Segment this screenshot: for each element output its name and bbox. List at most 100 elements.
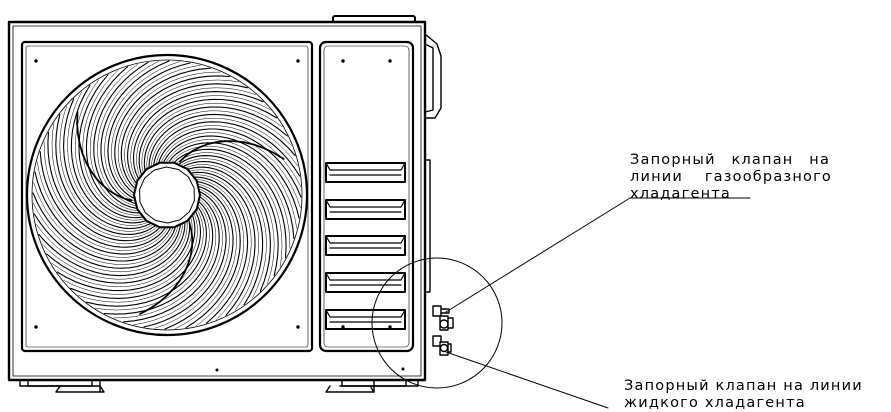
grille-spiral (33, 182, 175, 258)
grille-spiral (175, 183, 237, 329)
grille-spiral (55, 114, 159, 235)
grille-spiral (146, 110, 292, 173)
grille-spiral (169, 145, 291, 249)
grille-spiral (89, 63, 142, 211)
panel-screws (34, 59, 405, 372)
grille-spiral (86, 203, 207, 307)
grille-spiral (59, 106, 156, 232)
grille-spiral (138, 98, 278, 178)
liquid-valve-leader (445, 351, 609, 409)
grille-spiral (113, 197, 217, 319)
grille-spiral (155, 125, 301, 187)
grille-spiral (114, 67, 211, 196)
side-component (424, 33, 442, 293)
fan-grille (25, 53, 309, 337)
gas-valve-label-line3: хладагента (630, 186, 731, 202)
grille-spiral (100, 60, 170, 205)
grille-spiral (184, 166, 264, 306)
grille-spiral (185, 180, 241, 329)
grille-spiral (123, 194, 220, 323)
grille-spiral (120, 75, 231, 191)
fan-grille-panel (20, 40, 314, 353)
grille-spiral (130, 87, 256, 184)
grille-spiral (192, 179, 245, 327)
grille-spiral (182, 164, 267, 299)
grille-spiral (159, 132, 301, 208)
grille-spiral (173, 152, 283, 268)
liquid-valve-label-line2: жидкого хладагента (624, 395, 806, 411)
grille-spiral (178, 158, 275, 284)
grille-spiral (175, 155, 279, 276)
grille-spiral (97, 61, 159, 207)
grille-spiral (186, 169, 259, 311)
grille-spiral (164, 185, 234, 330)
grille-spiral (56, 212, 196, 292)
grille-spiral (43, 141, 165, 245)
grille-spiral (35, 220, 183, 273)
fan-blade (139, 222, 194, 315)
grille-spiral (39, 151, 168, 248)
unit-casing-inner (12, 25, 422, 377)
grille-spiral (151, 117, 299, 170)
fan-blade (76, 111, 133, 202)
grille-spiral (32, 192, 177, 262)
panel-louvers (325, 162, 406, 330)
grille-spiral (189, 174, 252, 320)
grille-spiral (107, 62, 191, 201)
liquid-valve (432, 335, 452, 356)
gas-valve-label-line2: линии газообразного (630, 169, 832, 185)
grille-spiral (63, 98, 154, 230)
louver (325, 199, 406, 220)
grille-spiral (70, 84, 150, 224)
grille-spiral (75, 79, 148, 221)
grille-spiral (143, 189, 227, 328)
grille-spiral (34, 171, 173, 255)
grille-spiral (104, 61, 180, 203)
grille-spiral (190, 176, 249, 324)
grille-spiral (152, 121, 301, 177)
grille-spiral (82, 70, 145, 216)
grille-spiral (38, 218, 186, 277)
grille-spiral (117, 71, 221, 193)
gas-valve-leader (445, 197, 631, 313)
louver (325, 162, 406, 183)
grille-spiral (93, 61, 149, 210)
liquid-valve-label-line1: Запорный клапан на линии (624, 378, 863, 394)
louver (325, 235, 406, 256)
grille-spiral (141, 103, 283, 176)
grille-spiral (36, 161, 170, 251)
grille-spiral (187, 171, 256, 316)
valves-callout-circle (371, 257, 503, 389)
louver (325, 272, 406, 293)
grille-spiral (67, 91, 152, 226)
gas-valve (432, 305, 454, 331)
grille-spiral (47, 131, 163, 242)
liquid-valve-label: Запорный клапан на линии жидкого хладаге… (624, 378, 863, 412)
louver (325, 309, 406, 330)
grille-spiral (132, 91, 264, 182)
grille-spiral (42, 217, 188, 280)
grille-spiral (124, 79, 240, 189)
grille-spiral (127, 83, 248, 187)
grille-spiral (180, 160, 271, 292)
grille-spiral (133, 192, 223, 326)
grille-spiral (70, 208, 202, 299)
grille-spiral (78, 206, 204, 303)
grille-spiral (63, 210, 198, 295)
grille-spiral (143, 106, 288, 175)
grille-spiral (166, 142, 295, 239)
grille-spiral (51, 122, 161, 238)
grille-spiral (148, 113, 296, 172)
grille-spiral (154, 187, 230, 329)
service-panel (318, 40, 415, 353)
grille-spiral (94, 201, 210, 311)
grille-spiral (33, 213, 182, 269)
grille-spiral (164, 139, 298, 229)
grille-spiral (33, 203, 179, 265)
unit-base (19, 379, 419, 393)
grille-spiral (46, 215, 191, 284)
grille-spiral (111, 64, 201, 198)
fan-blade (179, 140, 285, 163)
grille-spiral (136, 95, 271, 180)
